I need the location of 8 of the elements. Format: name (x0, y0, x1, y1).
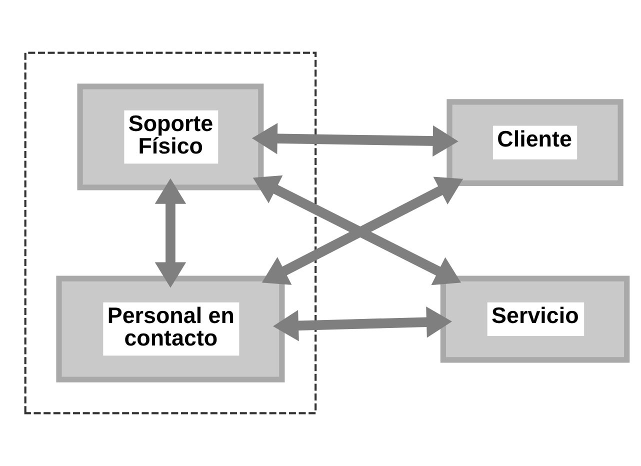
node-box: Personal en contacto (56, 276, 285, 382)
arrow (272, 306, 452, 342)
arrow (252, 122, 458, 157)
cluster (24, 52, 317, 414)
arrow (154, 178, 186, 288)
node-box: Cliente (446, 99, 624, 186)
node-box: Soporte Físico (77, 84, 264, 190)
node-box: Servicio (440, 276, 630, 363)
